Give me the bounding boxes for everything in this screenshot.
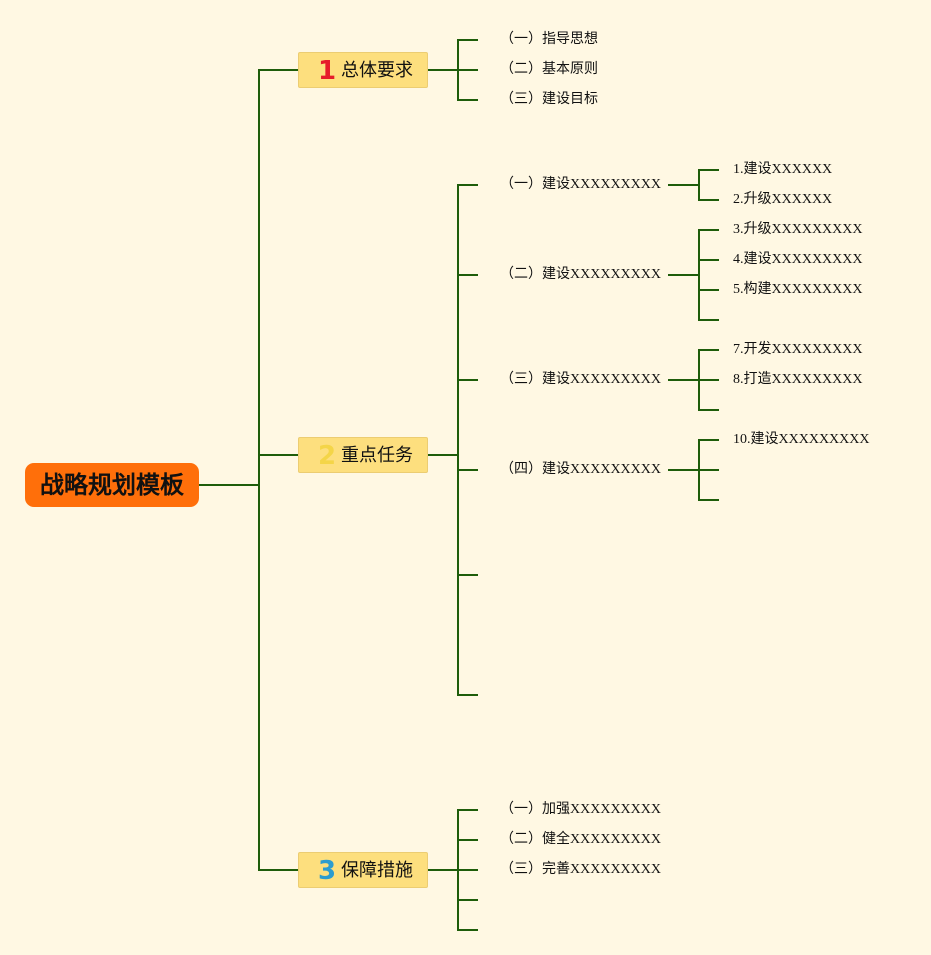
topic-node[interactable]: （一）建设XXXXXXXXX [500,177,661,192]
topic-node[interactable]: （一）加强XXXXXXXXX [500,802,661,817]
section-node-3[interactable]: 3 保障措施 [298,852,428,888]
number-3-icon: 3 [317,856,337,886]
section-label: 重点任务 [341,445,413,466]
subtopic-node[interactable]: 7.开发XXXXXXXXX [733,342,863,357]
section-node-2[interactable]: 2 重点任务 [298,437,428,473]
topic-node[interactable]: （一）指导思想 [500,32,598,47]
topic-node[interactable]: （四）建设XXXXXXXXX [500,462,661,477]
section-label: 总体要求 [341,60,413,81]
number-1-icon: 1 [317,56,337,86]
subtopic-node[interactable]: 2.升级XXXXXX [733,192,833,207]
topic-node[interactable]: （三）建设XXXXXXXXX [500,372,661,387]
subtopic-node[interactable]: 3.升级XXXXXXXXX [733,222,863,237]
root-node[interactable]: 战略规划模板 [25,463,199,507]
topic-node[interactable]: （三）完善XXXXXXXXX [500,862,661,877]
subtopic-node[interactable]: 8.打造XXXXXXXXX [733,372,863,387]
subtopic-node[interactable]: 10.建设XXXXXXXXX [733,432,870,447]
section-label: 保障措施 [341,860,413,881]
topic-node[interactable]: （二）建设XXXXXXXXX [500,267,661,282]
number-2-icon: 2 [317,441,337,471]
section-node-1[interactable]: 1 总体要求 [298,52,428,88]
subtopic-node[interactable]: 5.构建XXXXXXXXX [733,282,863,297]
topic-node[interactable]: （三）建设目标 [500,92,598,107]
subtopic-node[interactable]: 1.建设XXXXXX [733,162,833,177]
topic-node[interactable]: （二）基本原则 [500,62,598,77]
subtopic-node[interactable]: 4.建设XXXXXXXXX [733,252,863,267]
topic-node[interactable]: （二）健全XXXXXXXXX [500,832,661,847]
